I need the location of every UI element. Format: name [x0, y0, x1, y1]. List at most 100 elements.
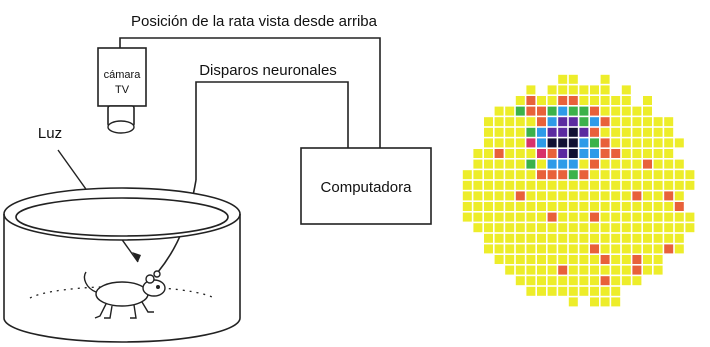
heatmap-cell — [621, 159, 631, 169]
heatmap-cell — [494, 244, 504, 254]
heatmap-cell — [558, 180, 568, 190]
heatmap-cell — [600, 276, 610, 286]
heatmap-cell — [537, 127, 546, 137]
heatmap-cell — [547, 191, 557, 201]
heatmap-cell — [664, 223, 674, 233]
heatmap-cell — [484, 244, 493, 254]
heatmap-cell — [537, 286, 546, 296]
heatmap-cell — [473, 191, 483, 201]
heatmap-cell — [505, 265, 515, 275]
heatmap-cell — [515, 233, 525, 243]
heatmap-cell — [462, 180, 472, 190]
heatmap-cell — [643, 191, 652, 201]
heatmap-cell — [621, 265, 631, 275]
heatmap-cell — [505, 180, 515, 190]
heatmap-cell — [473, 202, 483, 211]
neuronal-caption: Disparos neuronales — [199, 62, 337, 79]
heatmap-cell — [632, 265, 642, 275]
heatmap-cell — [611, 276, 621, 286]
heatmap-cell — [484, 233, 493, 243]
heatmap-cell — [621, 117, 631, 127]
heatmap-cell — [664, 180, 674, 190]
heatmap-cell — [558, 212, 568, 222]
heatmap-cell — [515, 138, 525, 148]
heatmap-cell — [643, 96, 652, 105]
heatmap-cell — [674, 233, 684, 243]
heatmap-cell — [568, 149, 578, 158]
heatmap-cell — [621, 180, 631, 190]
heatmap-cell — [484, 117, 493, 127]
heatmap-cell — [568, 297, 578, 307]
heatmap-cell — [664, 159, 674, 169]
heatmap-cell — [611, 138, 621, 148]
heatmap-cell — [653, 180, 663, 190]
heatmap-cell — [494, 170, 504, 180]
heatmap-cell — [590, 191, 599, 201]
heatmap-cell — [579, 170, 589, 180]
heatmap-cell — [505, 106, 515, 116]
heatmap-cell — [568, 244, 578, 254]
heatmap-cell — [621, 244, 631, 254]
heatmap-cell — [611, 286, 621, 296]
heatmap-cell — [547, 180, 557, 190]
heatmap-cell — [611, 96, 621, 105]
heatmap-cell — [664, 244, 674, 254]
heatmap-cell — [568, 276, 578, 286]
heatmap-cell — [674, 180, 684, 190]
heatmap-cell — [579, 244, 589, 254]
heatmap-cell — [473, 212, 483, 222]
heatmap-cell — [526, 127, 536, 137]
heatmap-cell — [568, 233, 578, 243]
heatmap-cell — [558, 244, 568, 254]
heatmap-cell — [494, 106, 504, 116]
heatmap-cell — [537, 138, 546, 148]
heatmap-cell — [547, 255, 557, 264]
heatmap-cell — [568, 191, 578, 201]
heatmap-cell — [494, 212, 504, 222]
heatmap-cell — [643, 170, 652, 180]
heatmap-cell — [600, 297, 610, 307]
heatmap-cell — [462, 212, 472, 222]
heatmap-cell — [547, 138, 557, 148]
heatmap-cell — [515, 149, 525, 158]
heatmap-cell — [600, 286, 610, 296]
heatmap-cell — [505, 255, 515, 264]
heatmap-cell — [632, 212, 642, 222]
heatmap-cell — [515, 191, 525, 201]
heatmap-cell — [600, 170, 610, 180]
heatmap-cell — [632, 276, 642, 286]
heatmap-cell — [590, 202, 599, 211]
heatmap-cell — [547, 223, 557, 233]
heatmap-cell — [632, 233, 642, 243]
heatmap-cell — [600, 244, 610, 254]
heatmap-cell — [462, 202, 472, 211]
heatmap-cell — [611, 223, 621, 233]
heatmap-cell — [558, 170, 568, 180]
heatmap-cell — [579, 180, 589, 190]
heatmap-cell — [685, 212, 695, 222]
heatmap-cell — [505, 223, 515, 233]
heatmap-cell — [526, 117, 536, 127]
heatmap-cell — [653, 170, 663, 180]
heatmap-cell — [526, 138, 536, 148]
heatmap-cell — [558, 159, 568, 169]
heatmap-cell — [526, 96, 536, 105]
heatmap-cell — [590, 106, 599, 116]
heatmap-cell — [653, 159, 663, 169]
heatmap-cell — [505, 138, 515, 148]
heatmap-cell — [579, 138, 589, 148]
heatmap-cell — [537, 106, 546, 116]
heatmap-cell — [600, 255, 610, 264]
heatmap-cell — [653, 212, 663, 222]
heatmap-cell — [473, 159, 483, 169]
heatmap-cell — [558, 117, 568, 127]
rat — [83, 270, 166, 319]
heatmap-cell — [600, 149, 610, 158]
heatmap-cell — [568, 138, 578, 148]
heatmap-cell — [558, 223, 568, 233]
heatmap-cell — [643, 117, 652, 127]
heatmap-cell — [526, 255, 536, 264]
arena-bottom-front — [3, 317, 241, 343]
heatmap-cell — [473, 223, 483, 233]
heatmap-cell — [558, 265, 568, 275]
